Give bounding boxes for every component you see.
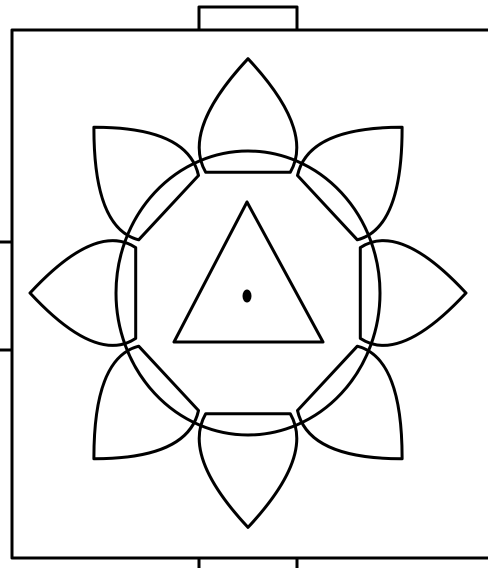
lotus-petal — [94, 127, 199, 240]
lotus-petal — [298, 346, 403, 459]
top-gate — [199, 7, 297, 30]
lotus-petal — [94, 346, 199, 459]
upward-triangle — [174, 202, 323, 342]
left-gate — [0, 242, 12, 350]
lotus-petal — [298, 127, 403, 240]
center-dot — [243, 290, 252, 303]
